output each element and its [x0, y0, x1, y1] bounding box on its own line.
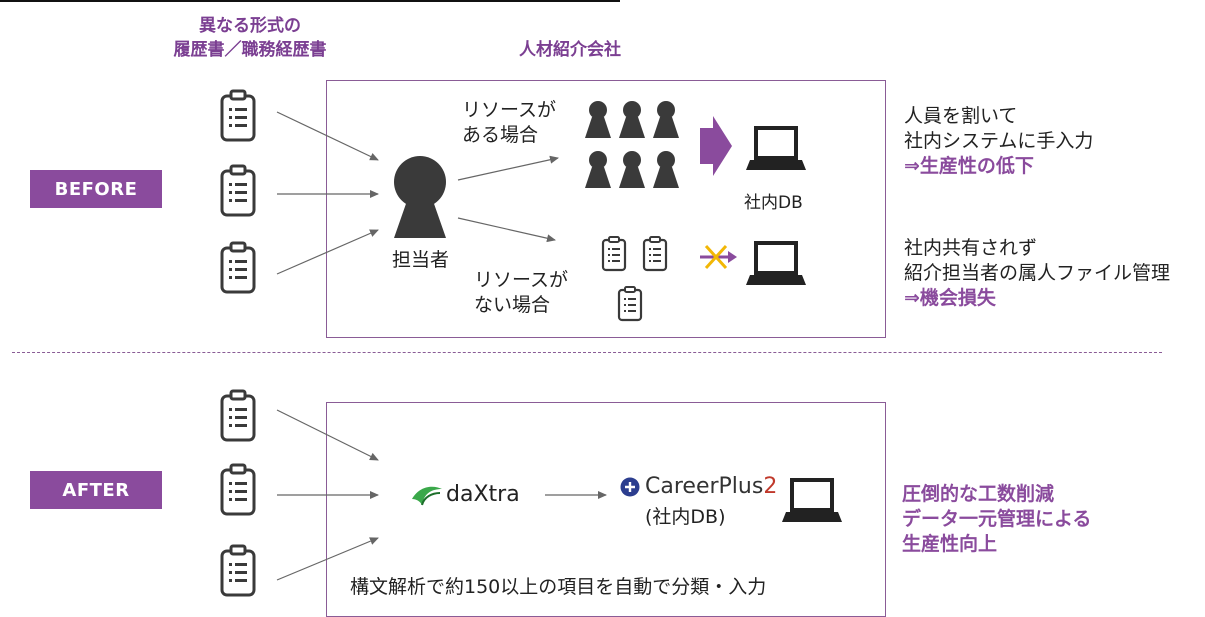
before-badge: BEFORE	[30, 170, 162, 208]
section-divider	[12, 352, 1162, 353]
laptop-icon	[744, 126, 808, 172]
person-icon	[394, 156, 446, 238]
blocked-arrow-icon	[700, 244, 737, 270]
note2-line2: 紹介担当者の属人ファイル管理	[904, 262, 1171, 284]
staff-group-icon	[585, 101, 679, 188]
resume-header: 異なる形式の 履歴書／職務経歴書	[150, 14, 350, 62]
before-company-box	[326, 80, 886, 338]
note1-line2: 社内システムに手入力	[904, 130, 1094, 152]
careerplus-num: 2	[763, 474, 778, 499]
note2-line1: 社内共有されず	[904, 237, 1038, 259]
clipboard-icon	[220, 164, 256, 217]
after-result-line1: 圧倒的な工数削減	[902, 483, 1055, 505]
clipboard-icon	[220, 389, 256, 442]
after-result: 圧倒的な工数削減 データ一元管理による 生産性向上	[902, 482, 1091, 557]
careerplus-text: CareerPlus	[645, 474, 764, 499]
note1-line1: 人員を割いて	[904, 105, 1018, 127]
daxtra-swoosh-icon	[412, 486, 442, 505]
with-resources-label: リソースが ある場合	[462, 98, 556, 148]
person-label: 担当者	[392, 249, 450, 271]
daxtra-logo: daXtra	[410, 482, 520, 507]
note1-result: ⇒生産性の低下	[904, 155, 1034, 177]
after-result-line2: データ一元管理による	[902, 508, 1092, 530]
resume-header-line2: 履歴書／職務経歴書	[173, 40, 327, 60]
laptop-icon	[744, 241, 808, 287]
with-resources-line1: リソースが	[462, 99, 557, 121]
before-note-1: 人員を割いて 社内システムに手入力 ⇒生産性の低下	[904, 104, 1093, 179]
daxtra-logo-text: daXtra	[446, 482, 520, 507]
with-resources-line2: ある場合	[462, 124, 539, 146]
top-rule	[0, 0, 620, 2]
before-db-label: 社内DB	[744, 193, 803, 213]
clipboard-icon	[220, 463, 256, 516]
company-header: 人材紹介会社	[519, 40, 621, 60]
clipboard-icon	[220, 544, 256, 597]
clipboard-icon	[220, 89, 256, 142]
after-result-line3: 生産性向上	[902, 533, 998, 555]
no-resources-label: リソースが ない場合	[474, 268, 568, 318]
input-arrow-icon	[700, 116, 732, 176]
resume-header-line1: 異なる形式の	[199, 16, 301, 36]
after-caption: 構文解析で約150以上の項目を自動で分類・入力	[350, 576, 767, 598]
after-badge: AFTER	[30, 471, 162, 509]
plus-circle-icon	[620, 477, 640, 496]
after-db-label: (社内DB)	[645, 506, 726, 528]
laptop-icon	[780, 478, 844, 524]
no-resources-line2: ない場合	[474, 294, 551, 316]
careerplus-logo: CareerPlus2	[620, 474, 777, 499]
no-resources-line1: リソースが	[474, 269, 569, 291]
note2-result: ⇒機会損失	[904, 287, 996, 309]
before-note-2: 社内共有されず 紹介担当者の属人ファイル管理 ⇒機会損失	[904, 236, 1170, 311]
loose-files-icon	[601, 235, 668, 322]
clipboard-icon	[220, 241, 256, 294]
